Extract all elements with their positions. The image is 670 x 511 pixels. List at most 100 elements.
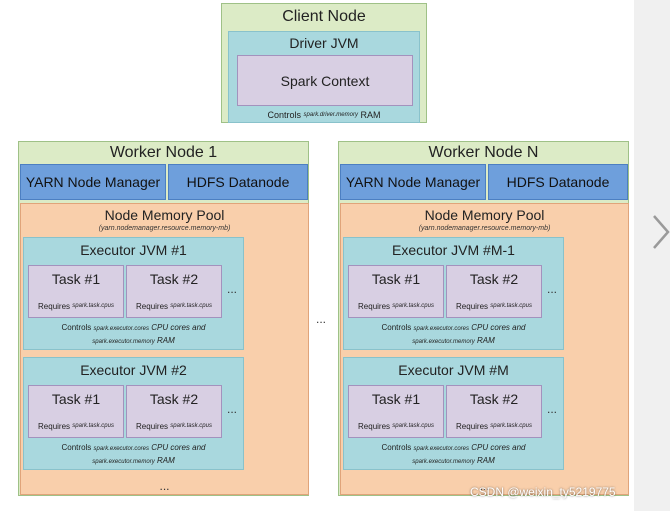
task-cpus-config: spark.task.cpus [72,423,114,429]
executor-controls-line-1: Controls spark.executor.cores CPU cores … [62,442,206,455]
task-title: Task #1 [51,271,101,287]
driver-controls-suffix: RAM [360,109,381,120]
worker-node-title: Worker Node N [428,144,539,161]
worker-node-title: Worker Node 1 [109,144,218,161]
task-box: Task #1 Requires spark.task.cpus [28,385,124,438]
executor-memory-config: spark.executor.memory [412,459,475,465]
task-cpus-config: spark.task.cpus [72,303,114,309]
executor-controls-line-1: Controls spark.executor.cores CPU cores … [382,442,526,455]
task-requires: Requires spark.task.cpus [447,300,541,312]
controls-prefix: Controls [381,443,412,452]
executor-controls-line-2: spark.executor.memory RAM [412,335,494,348]
task-requires: Requires spark.task.cpus [127,300,221,312]
driver-jvm: Driver JVM Spark Context Controls spark.… [228,31,420,123]
executor-controls-line-2: spark.executor.memory RAM [92,455,174,468]
task-cpus-config: spark.task.cpus [170,423,212,429]
controls-prefix: Controls [61,323,92,332]
controls-suffix: RAM [476,336,495,345]
task-box: Task #1 Requires spark.task.cpus [348,265,444,318]
requires-prefix: Requires [136,301,169,311]
controls-mid: CPU cores and [151,323,206,332]
task-box: Task #2 Requires spark.task.cpus [126,265,222,318]
task-box: Task #1 Requires spark.task.cpus [348,385,444,438]
controls-prefix: Controls [381,323,412,332]
controls-suffix: RAM [156,456,175,465]
client-node-title: Client Node [282,8,366,25]
controls-suffix: RAM [156,336,175,345]
executor-controls-line-2: spark.executor.memory RAM [92,335,174,348]
task-cpus-config: spark.task.cpus [392,303,434,309]
executor-jvm-title: Executor JVM #1 [80,242,187,258]
yarn-node-manager: YARN Node Manager [20,164,166,200]
task-title: Task #1 [371,271,421,287]
worker-node-1: Worker Node 1 YARN Node Manager HDFS Dat… [18,141,309,496]
chevron-right-icon[interactable] [648,212,670,252]
node-memory-pool-title: Node Memory Pool [424,206,545,223]
executor-controls-text: Controls spark.executor.cores CPU cores … [24,441,243,469]
node-memory-pool-title: Node Memory Pool [104,206,225,223]
node-memory-pool-config: (yarn.nodemanager.resource.memory-mb) [418,225,551,232]
requires-prefix: Requires [456,421,489,431]
requires-prefix: Requires [456,301,489,311]
task-title: Task #1 [51,391,101,407]
executor-cores-config: spark.executor.cores [413,326,469,332]
task-box: Task #1 Requires spark.task.cpus [28,265,124,318]
controls-mid: CPU cores and [471,443,526,452]
executor-jvm: Executor JVM #M Task #1 Requires spark.t… [343,357,564,470]
client-node: Client Node Driver JVM Spark Context Con… [221,3,427,123]
executor-memory-config: spark.executor.memory [412,339,475,345]
more-tasks-ellipsis: ... [547,282,558,296]
task-title: Task #2 [469,391,519,407]
more-tasks-ellipsis: ... [227,282,238,296]
controls-mid: CPU cores and [471,323,526,332]
task-cpus-config: spark.task.cpus [490,303,532,309]
more-tasks-ellipsis: ... [547,402,558,416]
task-cpus-config: spark.task.cpus [170,303,212,309]
executor-jvm-title: Executor JVM #2 [80,362,187,378]
executor-controls-text: Controls spark.executor.cores CPU cores … [344,321,563,349]
executor-memory-config: spark.executor.memory [92,339,155,345]
task-title: Task #2 [469,271,519,287]
controls-prefix: Controls [61,443,92,452]
more-tasks-ellipsis: ... [227,402,238,416]
executor-jvm-title: Executor JVM #M [398,362,509,378]
chevron-right-icon-svg [653,215,670,249]
task-box: Task #2 Requires spark.task.cpus [446,385,542,438]
task-requires: Requires spark.task.cpus [349,420,443,432]
task-cpus-config: spark.task.cpus [392,423,434,429]
executor-cores-config: spark.executor.cores [93,446,149,452]
hdfs-datanode: HDFS Datanode [488,164,628,200]
executor-jvm: Executor JVM #2 Task #1 Requires spark.t… [23,357,244,470]
driver-controls-prefix: Controls [267,109,301,120]
requires-prefix: Requires [38,421,71,431]
more-workers-ellipsis: ... [316,312,327,326]
executor-controls-text: Controls spark.executor.cores CPU cores … [24,321,243,349]
node-memory-pool: Node Memory Pool (yarn.nodemanager.resou… [340,203,629,495]
driver-jvm-title: Driver JVM [289,35,359,51]
node-memory-pool: Node Memory Pool (yarn.nodemanager.resou… [20,203,309,495]
executor-controls-line-1: Controls spark.executor.cores CPU cores … [62,322,206,335]
task-box: Task #2 Requires spark.task.cpus [126,385,222,438]
watermark: CSDN @weixin_ty5219775 [470,485,616,499]
more-executors-ellipsis: ... [479,479,490,493]
executor-jvm-title: Executor JVM #M-1 [392,242,515,258]
hdfs-datanode: HDFS Datanode [168,164,308,200]
driver-controls-text: Controls spark.driver.memory RAM [229,107,419,122]
executor-memory-config: spark.executor.memory [92,459,155,465]
requires-prefix: Requires [136,421,169,431]
task-requires: Requires spark.task.cpus [349,300,443,312]
executor-jvm: Executor JVM #M-1 Task #1 Requires spark… [343,237,564,350]
requires-prefix: Requires [38,301,71,311]
yarn-node-manager: YARN Node Manager [340,164,486,200]
controls-mid: CPU cores and [151,443,206,452]
task-requires: Requires spark.task.cpus [127,420,221,432]
task-title: Task #2 [149,391,199,407]
task-box: Task #2 Requires spark.task.cpus [446,265,542,318]
worker-node-n: Worker Node N YARN Node Manager HDFS Dat… [338,141,629,496]
node-memory-pool-config: (yarn.nodemanager.resource.memory-mb) [98,225,231,232]
more-executors-ellipsis: ... [159,479,170,493]
executor-controls-line-2: spark.executor.memory RAM [412,455,494,468]
task-cpus-config: spark.task.cpus [490,423,532,429]
requires-prefix: Requires [358,421,391,431]
task-title: Task #2 [149,271,199,287]
